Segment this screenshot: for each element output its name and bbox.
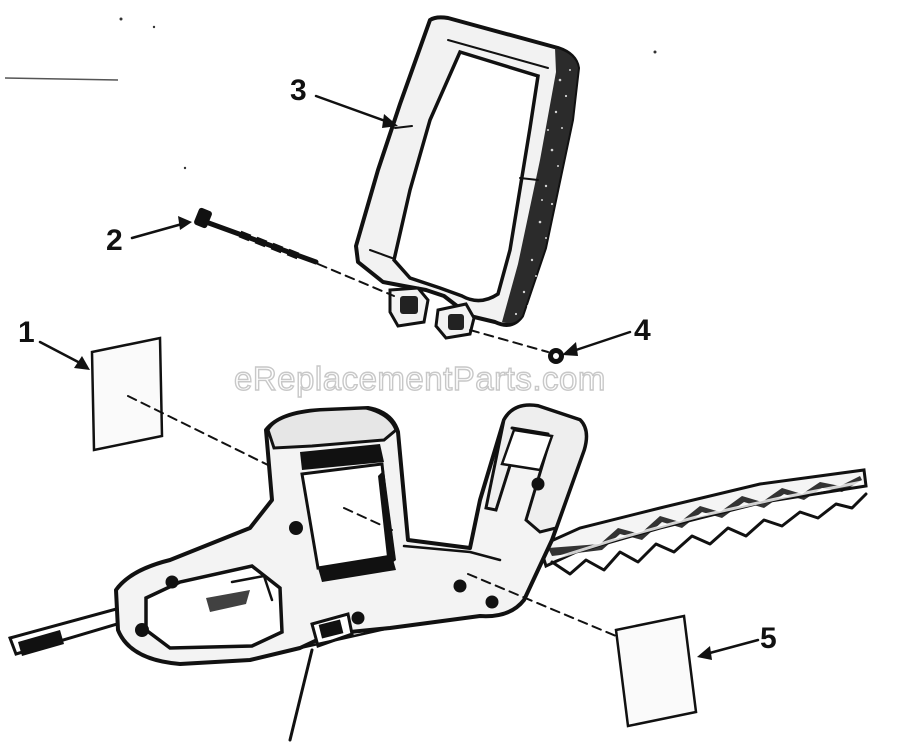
stray-marks <box>4 17 657 170</box>
cutting-blade <box>538 468 868 576</box>
label-right-part <box>467 573 698 728</box>
housing-screws <box>135 477 545 637</box>
switch-leader-line <box>288 648 314 742</box>
trigger-switch <box>310 612 354 648</box>
hedge-trimmer-body <box>8 403 868 666</box>
label-left-part <box>90 336 271 467</box>
callout-2: 2 <box>106 224 123 257</box>
callout-labels: 1 2 3 4 5 <box>18 74 777 655</box>
bolt-part <box>194 207 395 297</box>
watermark-text: eReplacementParts.com <box>234 360 606 397</box>
front-handle-part <box>354 15 580 340</box>
callout-arrows <box>38 94 760 660</box>
nut-part <box>469 329 564 364</box>
callout-3: 3 <box>290 74 307 107</box>
callout-5: 5 <box>760 622 777 655</box>
callout-4: 4 <box>634 314 651 347</box>
handle-mount-lugs <box>388 286 476 340</box>
callout-1: 1 <box>18 316 35 349</box>
